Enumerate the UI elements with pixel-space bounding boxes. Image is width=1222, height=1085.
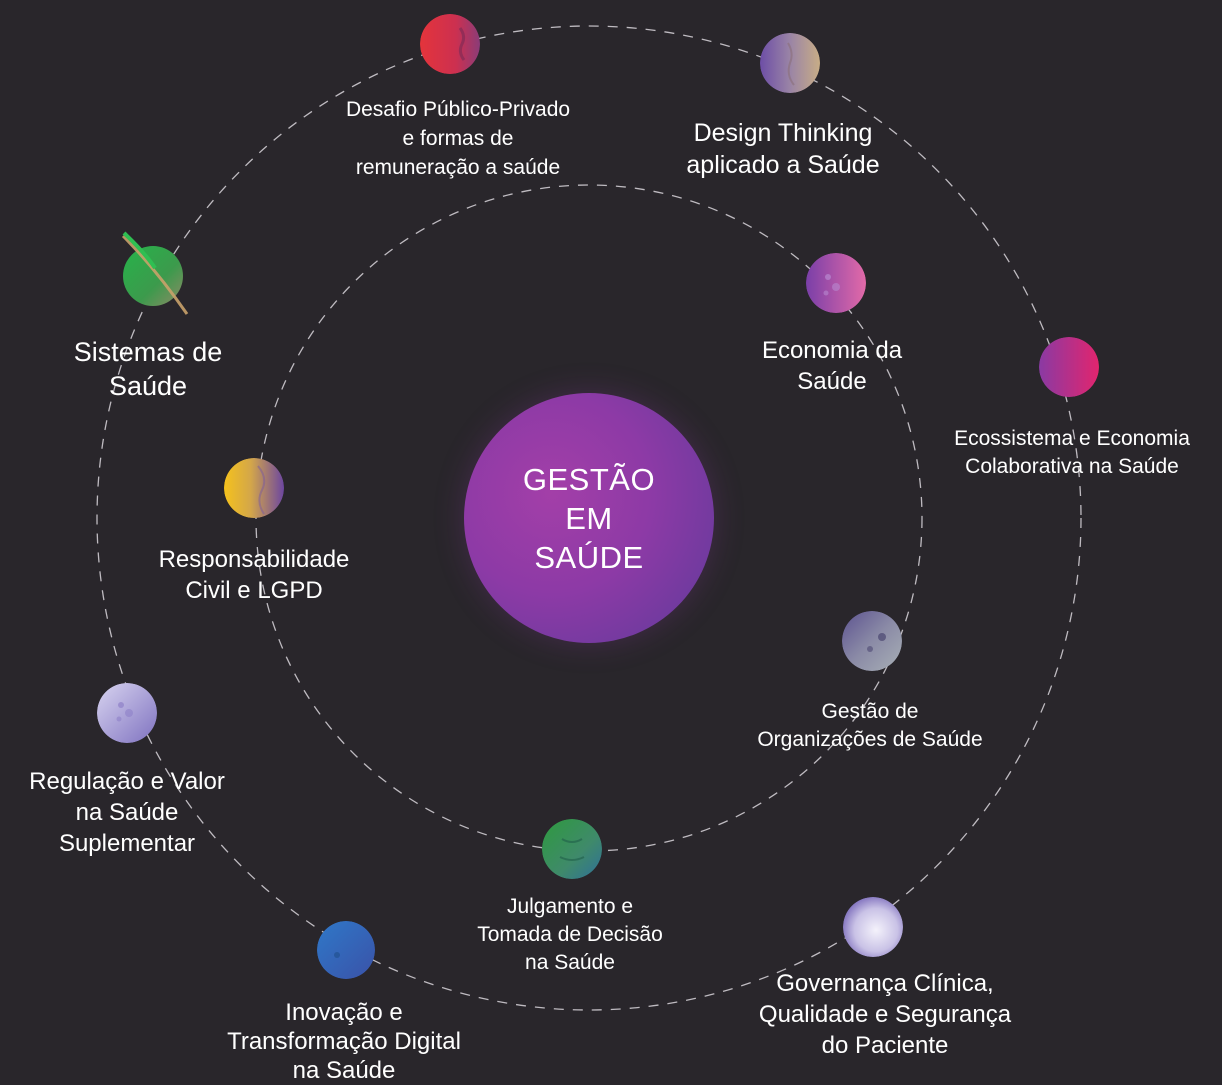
label-line: Saúde xyxy=(108,371,188,401)
label-line: Saúde xyxy=(797,368,867,395)
label-line: na Saúde xyxy=(75,799,179,826)
planet-ecossistema-icon[interactable] xyxy=(1039,337,1099,397)
label-line: Julgamento e xyxy=(506,895,634,918)
planet-inovacao-icon[interactable] xyxy=(317,921,375,979)
center-title-line: GESTÃO xyxy=(522,462,656,497)
label-line: Responsabilidade xyxy=(158,546,350,573)
planet-design-thinking-icon[interactable] xyxy=(760,33,820,93)
label-responsabilidade: Responsabilidade Civil e LGPD xyxy=(118,544,390,606)
label-line: Ecossistema e Economia xyxy=(954,427,1190,450)
center-title-line: EM xyxy=(565,501,613,536)
planet-governanca-icon[interactable] xyxy=(843,897,903,957)
label-line: Sistemas de xyxy=(73,337,223,367)
outer-orbit xyxy=(96,25,1082,1011)
label-line: na Saúde xyxy=(292,1057,396,1084)
label-line: Desafio Público-Privado xyxy=(345,98,571,121)
planet-desafio-icon[interactable] xyxy=(420,14,480,74)
label-line: Inovação e xyxy=(285,999,403,1026)
label-line: Suplementar xyxy=(58,830,196,857)
label-gestao-organizacoes: Gestão de Organizações de Saúde xyxy=(720,698,1020,754)
label-line: aplicado a Saúde xyxy=(686,151,880,179)
label-regulacao: Regulação e Valor na Saúde Suplementar xyxy=(0,766,254,859)
label-line: Tomada de Decisão xyxy=(477,923,663,946)
center-title: GESTÃO EM SAÚDE xyxy=(474,460,704,577)
label-julgamento: Julgamento e Tomada de Decisão na Saúde xyxy=(440,893,700,977)
label-desafio: Desafio Público-Privado e formas de remu… xyxy=(308,95,608,182)
planet-julgamento-icon[interactable] xyxy=(542,819,602,879)
label-line: Colaborativa na Saúde xyxy=(965,455,1179,478)
label-line: Economia da xyxy=(761,337,903,364)
planet-regulacao-icon[interactable] xyxy=(97,683,157,743)
label-line: e formas de xyxy=(402,127,514,150)
label-line: remuneração a saúde xyxy=(355,156,561,179)
planet-economia-icon[interactable] xyxy=(806,253,866,313)
planet-responsabilidade-icon[interactable] xyxy=(224,458,284,518)
center-title-line: SAÚDE xyxy=(534,540,644,575)
label-line: na Saúde xyxy=(525,951,615,974)
label-line: do Paciente xyxy=(821,1032,949,1059)
label-ecossistema: Ecossistema e Economia Colaborativa na S… xyxy=(922,425,1222,481)
label-line: Design Thinking xyxy=(693,119,873,147)
label-sistemas: Sistemas de Saúde xyxy=(18,335,278,403)
label-line: Organizações de Saúde xyxy=(757,728,983,751)
planet-sistemas-icon[interactable] xyxy=(115,228,195,318)
label-line: Transformação Digital xyxy=(227,1028,461,1055)
label-inovacao: Inovação e Transformação Digital na Saúd… xyxy=(184,998,504,1085)
label-economia: Economia da Saúde xyxy=(702,335,962,397)
label-line: Regulação e Valor xyxy=(29,768,225,795)
planet-gestao-organizacoes-icon[interactable] xyxy=(842,611,902,671)
label-line: Civil e LGPD xyxy=(185,577,323,604)
label-line: Qualidade e Segurança xyxy=(758,1001,1012,1028)
center-sun xyxy=(464,393,714,643)
label-line: Governança Clínica, xyxy=(776,970,994,997)
label-governanca: Governança Clínica, Qualidade e Seguranç… xyxy=(720,968,1050,1061)
label-line: Gestão de xyxy=(821,700,919,723)
label-design-thinking: Design Thinking aplicado a Saúde xyxy=(633,117,933,181)
